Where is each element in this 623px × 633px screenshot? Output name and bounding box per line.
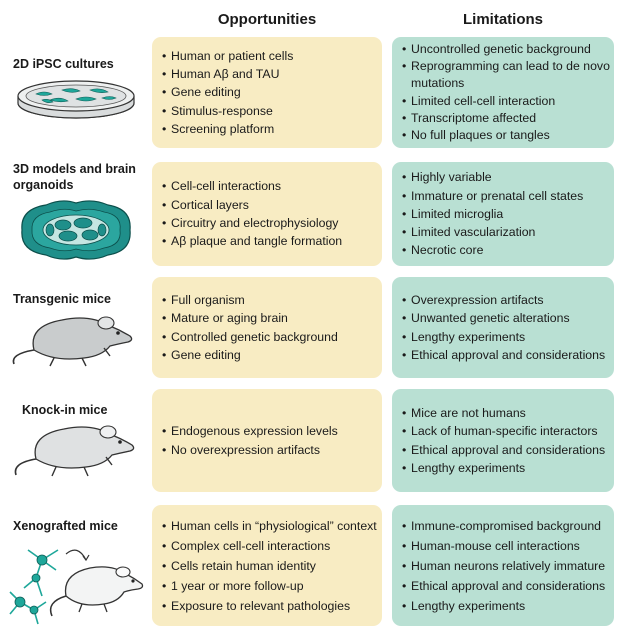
limitation-item: Transcriptome affected (402, 110, 614, 127)
opportunity-item: Full organism (162, 291, 338, 310)
opportunity-item: Cell-cell interactions (162, 177, 342, 196)
opportunity-item: Complex cell-cell interactions (162, 536, 377, 556)
opportunities-box-transgenic-mice: Full organism Mature or aging brain Cont… (152, 277, 382, 378)
opportunities-box-xenografted-mice: Human cells in “physiological” context C… (152, 505, 382, 626)
limitation-item: Lengthy experiments (402, 328, 605, 347)
row-label-knock-in-mice: Knock-in mice (22, 403, 108, 417)
limitation-item: Necrotic core (402, 241, 583, 260)
opportunities-box-3d-organoids: Cell-cell interactions Cortical layers C… (152, 162, 382, 266)
limitation-item: Ethical approval and considerations (402, 441, 605, 460)
limitation-item: Overexpression artifacts (402, 291, 605, 310)
opportunities-box-knock-in-mice: Endogenous expression levels No overexpr… (152, 389, 382, 492)
limitations-box-xenografted-mice: Immune-compromised background Human-mous… (392, 505, 614, 626)
row-label-2d-ipsc: 2D iPSC cultures (13, 57, 114, 71)
limitation-item: Limited microglia (402, 205, 583, 224)
opportunity-item: Cells retain human identity (162, 556, 377, 576)
opportunity-item: Gene editing (162, 346, 338, 365)
opportunity-item: No overexpression artifacts (162, 441, 338, 460)
limitation-item: Lack of human-specific interactors (402, 422, 605, 441)
opportunities-list: Cell-cell interactions Cortical layers C… (152, 177, 342, 250)
mouse-with-neurons-icon (9, 549, 144, 625)
opportunity-item: Gene editing (162, 83, 293, 102)
limitations-box-2d-ipsc: Uncontrolled genetic background Reprogra… (392, 37, 614, 148)
row-label-3d-organoids: 3D models and brain organoids (13, 162, 136, 192)
opportunity-item: Screening platform (162, 120, 293, 139)
opportunities-header: Opportunities (217, 11, 317, 28)
limitation-item: Immature or prenatal cell states (402, 187, 583, 206)
opportunity-item: 1 year or more follow-up (162, 576, 377, 596)
limitations-list: Immune-compromised background Human-mous… (392, 516, 605, 616)
limitations-list: Mice are not humans Lack of human-specif… (392, 404, 605, 477)
limitation-item: Limited cell-cell interaction (402, 93, 614, 110)
opportunity-item: Mature or aging brain (162, 309, 338, 328)
opportunity-item: Endogenous expression levels (162, 422, 338, 441)
opportunity-item: Human or patient cells (162, 47, 293, 66)
opportunity-item: Controlled genetic background (162, 328, 338, 347)
opportunities-list: Human cells in “physiological” context C… (152, 516, 377, 616)
opportunity-item: Circuitry and electrophysiology (162, 214, 342, 233)
opportunity-item: Exposure to relevant pathologies (162, 596, 377, 616)
limitation-item: Mice are not humans (402, 404, 605, 423)
limitations-list: Uncontrolled genetic background Reprogra… (392, 41, 614, 144)
opportunity-item: Human cells in “physiological” context (162, 516, 377, 536)
petri-dish-icon (17, 80, 135, 119)
limitations-list: Overexpression artifacts Unwanted geneti… (392, 291, 605, 364)
opportunities-list: Human or patient cells Human Aβ and TAU … (152, 47, 293, 139)
limitation-item: Human-mouse cell interactions (402, 536, 605, 556)
limitations-box-knock-in-mice: Mice are not humans Lack of human-specif… (392, 389, 614, 492)
opportunities-list: Endogenous expression levels No overexpr… (152, 422, 338, 459)
limitation-item: Highly variable (402, 168, 583, 187)
opportunity-item: Aβ plaque and tangle formation (162, 232, 342, 251)
limitation-item: Lengthy experiments (402, 596, 605, 616)
opportunities-box-2d-ipsc: Human or patient cells Human Aβ and TAU … (152, 37, 382, 148)
organoid-icon (21, 200, 131, 260)
limitations-header: Limitations (462, 11, 543, 28)
limitation-item: Unwanted genetic alterations (402, 309, 605, 328)
opportunity-item: Stimulus-response (162, 102, 293, 121)
limitations-list: Highly variable Immature or prenatal cel… (392, 168, 583, 260)
opportunity-item: Human Aβ and TAU (162, 65, 293, 84)
mouse-icon (12, 316, 133, 367)
limitation-item: Immune-compromised background (402, 516, 605, 536)
row-label-xenografted-mice: Xenografted mice (13, 519, 118, 533)
mouse-icon (14, 425, 135, 477)
opportunity-item: Cortical layers (162, 196, 342, 215)
limitation-item: Ethical approval and considerations (402, 576, 605, 596)
row-label-transgenic-mice: Transgenic mice (13, 292, 111, 306)
limitation-item: Human neurons relatively immature (402, 556, 605, 576)
limitation-item: Limited vascularization (402, 223, 583, 242)
opportunities-list: Full organism Mature or aging brain Cont… (152, 291, 338, 364)
limitation-item: Lengthy experiments (402, 459, 605, 478)
limitation-item: Ethical approval and considerations (402, 346, 605, 365)
limitation-item: Uncontrolled genetic background (402, 41, 614, 58)
limitation-item: Reprogramming can lead to de novo mutati… (402, 58, 614, 92)
limitations-box-3d-organoids: Highly variable Immature or prenatal cel… (392, 162, 614, 266)
limitations-box-transgenic-mice: Overexpression artifacts Unwanted geneti… (392, 277, 614, 378)
limitation-item: No full plaques or tangles (402, 127, 614, 144)
